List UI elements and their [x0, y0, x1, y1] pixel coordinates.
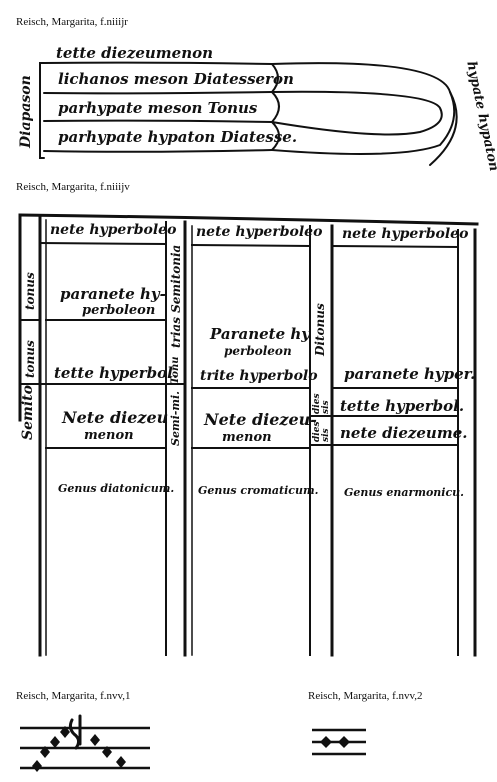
col2-paranete-b: perboleon — [224, 344, 292, 358]
col1-paranete-b: perboleon — [82, 303, 156, 318]
col2-paranete-a: Paranete hy — [210, 325, 310, 343]
col3-nete: nete diezeume. — [340, 424, 468, 442]
col1-genus: Genus diatonicum. — [58, 482, 175, 495]
fig1-row3-label: parhypate hypaton Diatesse. — [58, 128, 298, 146]
col1-nete-b: menon — [84, 428, 134, 443]
fig1-row1-label: lichanos meson Diatesseron — [58, 70, 294, 88]
caption-fig3: Reisch, Margarita, f.nvv,1 — [16, 690, 131, 702]
fig1-top-label: tette diezeumenon — [56, 44, 214, 62]
fig1-row2-label: parhypate meson Tonus — [58, 99, 258, 117]
col2-nete-a: Nete diezeu- — [204, 410, 317, 429]
col1-paranete-a: paranete hy- — [60, 285, 166, 303]
col1-top-label: nete hyperboleo — [50, 222, 177, 238]
col2-top-label: nete hyperboleo — [196, 224, 323, 240]
col2-nete-b: menon — [222, 430, 272, 445]
col2-genus: Genus cromaticum. — [198, 484, 319, 497]
col3-paranete: paranete hyper. — [344, 365, 476, 383]
col3-trite: tette hyperbol. — [340, 397, 465, 415]
col3-genus: Genus enarmonicu. — [344, 486, 465, 499]
col1-trite: tette hyperbol. — [54, 364, 179, 382]
col3-top-label: nete hyperboleo — [342, 226, 469, 242]
caption-fig1: Reisch, Margarita, f.niiijr — [16, 16, 128, 28]
col1-nete-a: Nete diezeu — [62, 408, 169, 427]
caption-fig4: Reisch, Margarita, f.nvv,2 — [308, 690, 423, 702]
caption-fig2: Reisch, Margarita, f.niiijv — [16, 181, 130, 193]
col2-trite: trite hyperbolo — [200, 368, 318, 384]
